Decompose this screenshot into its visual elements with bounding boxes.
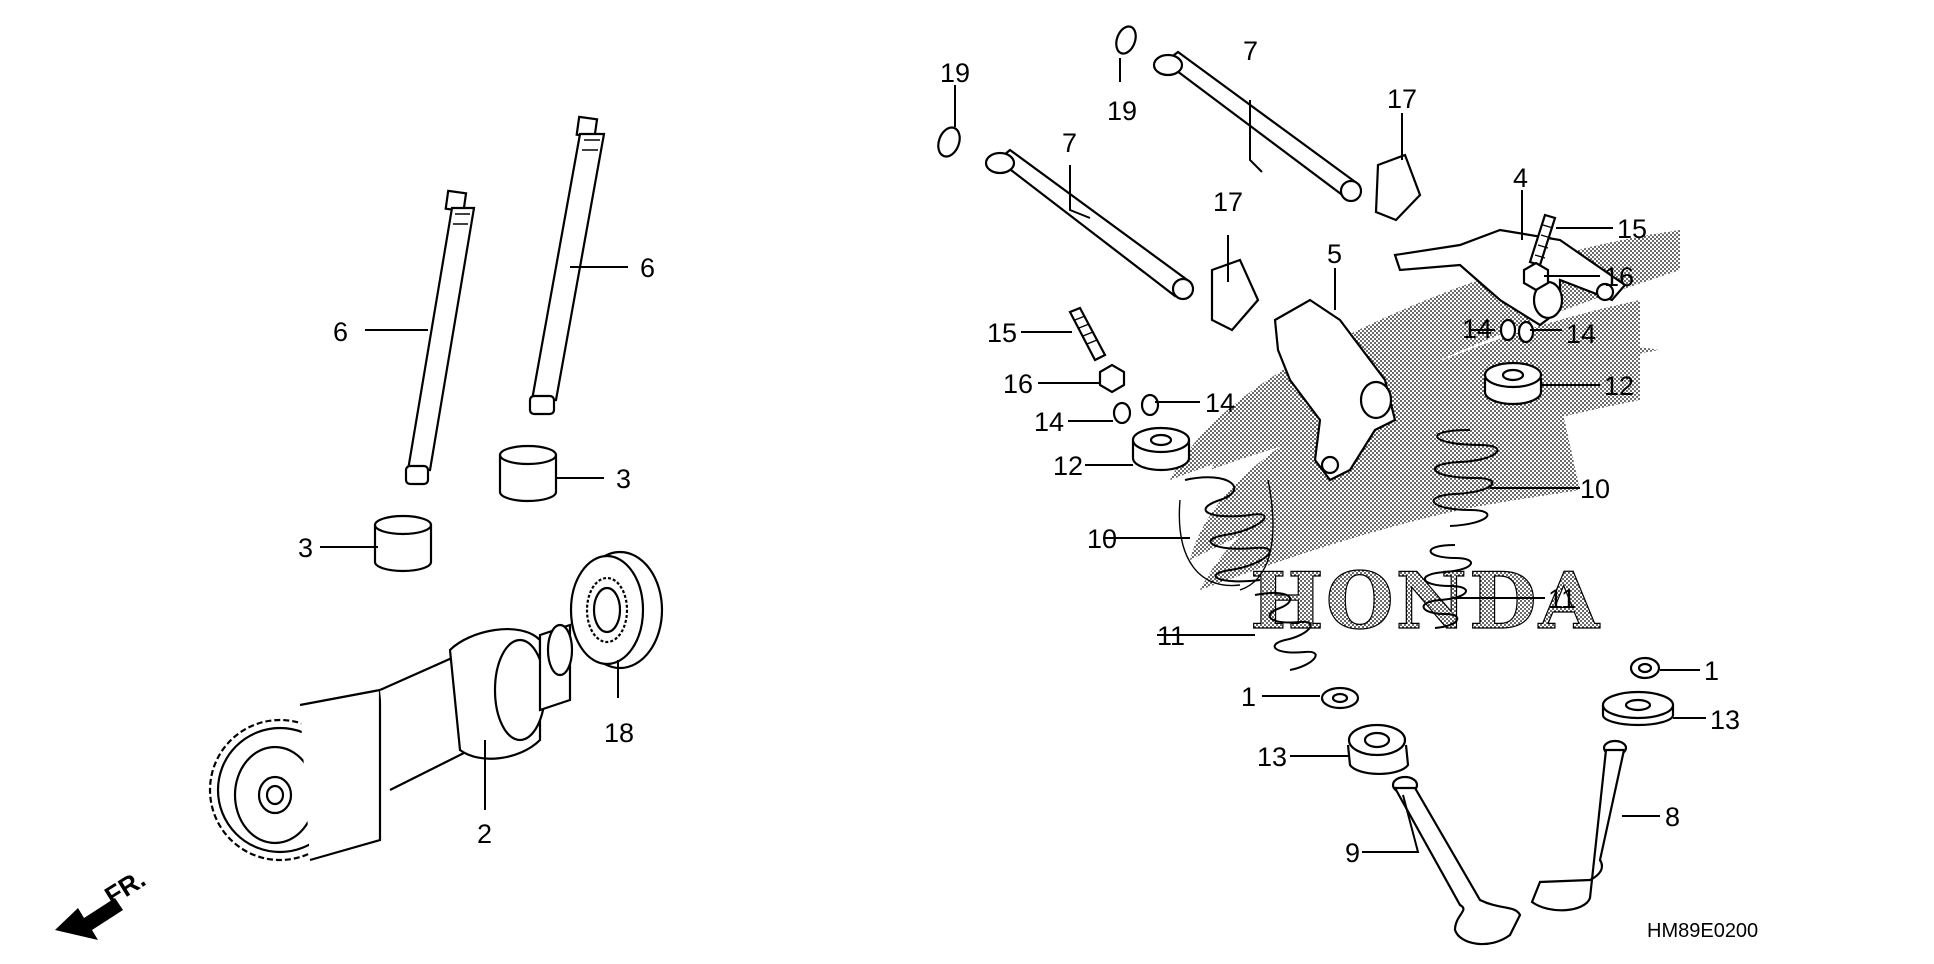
pushrod-right [528, 115, 606, 416]
callout-11-right: 11 [1548, 584, 1576, 614]
cotter-right [1499, 318, 1535, 344]
rocker-arm-left [1273, 298, 1397, 482]
rocker-arm-right [1393, 228, 1627, 327]
callout-7-right: 7 [1243, 36, 1258, 66]
callout-12-right: 12 [1604, 371, 1634, 401]
callout-19-left: 19 [940, 58, 970, 88]
callout-6-left: 6 [333, 317, 348, 347]
radial-bearing [569, 550, 664, 670]
tappet-upper [498, 444, 558, 503]
retainer-left [1131, 426, 1191, 472]
drawing-code: HM89E0200 [1647, 920, 1758, 942]
callout-5: 5 [1327, 239, 1342, 269]
rocker-shaft-left [984, 148, 1195, 301]
pushrod-left [404, 189, 476, 486]
arrow-left-icon [55, 898, 123, 940]
callout-16-right: 16 [1604, 262, 1634, 292]
outer-spring-right [1432, 429, 1499, 527]
plate-upper [1374, 153, 1422, 222]
valve-seat-right [1629, 656, 1661, 680]
callout-15-right: 15 [1617, 214, 1647, 244]
plate-lower [1210, 258, 1260, 332]
callout-1-right: 1 [1704, 656, 1719, 686]
callout-13-left: 13 [1257, 742, 1287, 772]
callout-18: 18 [604, 718, 634, 748]
adjuster-screw-left [1068, 306, 1107, 362]
callout-9: 9 [1345, 838, 1360, 868]
callout-1-left: 1 [1241, 682, 1256, 712]
intake-valve [1530, 739, 1628, 912]
front-direction-marker: FR. [55, 863, 151, 940]
exhaust-valve [1391, 775, 1522, 946]
callout-19-right: 19 [1107, 96, 1137, 126]
callout-17-lower: 17 [1213, 187, 1243, 217]
cotter-left [1112, 393, 1160, 425]
inner-spring-right [1422, 544, 1472, 629]
callout-10-right: 10 [1580, 474, 1610, 504]
callout-16-left: 16 [1003, 369, 1033, 399]
stem-seal-left [1346, 723, 1410, 776]
callout-numbers: 6 6 3 3 2 18 19 19 7 7 17 17 4 5 15 16 1… [298, 36, 1740, 868]
callout-11-left: 11 [1157, 621, 1185, 651]
rocker-shaft-right [1152, 50, 1363, 203]
callout-6-right: 6 [640, 253, 655, 283]
callout-4: 4 [1513, 163, 1528, 193]
lock-nut-right [1522, 261, 1550, 292]
valve-seat-left [1320, 686, 1360, 710]
leader-lines [320, 58, 1706, 853]
camshaft [208, 623, 574, 862]
stem-seal-right [1601, 690, 1675, 727]
washer-right [1115, 25, 1137, 55]
honda-logo-text: HONDA [1250, 556, 1601, 647]
retainer-right [1483, 361, 1543, 406]
lock-nut-left [1098, 363, 1126, 394]
callout-2: 2 [477, 819, 492, 849]
callout-15-left: 15 [987, 318, 1017, 348]
callout-10-left: 10 [1087, 524, 1117, 554]
callout-13-right: 13 [1710, 705, 1740, 735]
washer-left [937, 126, 961, 158]
callout-14-right-b: 14 [1566, 319, 1596, 349]
callout-8: 8 [1665, 802, 1680, 832]
inner-spring-left [1254, 591, 1317, 671]
tappet-lower [373, 514, 433, 573]
callout-7-left: 7 [1062, 128, 1077, 158]
callout-12-left: 12 [1053, 451, 1083, 481]
callout-3-upper: 3 [616, 464, 631, 494]
callout-17-upper: 17 [1387, 84, 1417, 114]
outer-spring-left [1178, 476, 1274, 591]
callout-14-left-a: 14 [1034, 407, 1064, 437]
callout-14-left-b: 14 [1205, 388, 1235, 418]
callout-14-right-a: 14 [1462, 314, 1492, 344]
callout-3-lower: 3 [298, 533, 313, 563]
